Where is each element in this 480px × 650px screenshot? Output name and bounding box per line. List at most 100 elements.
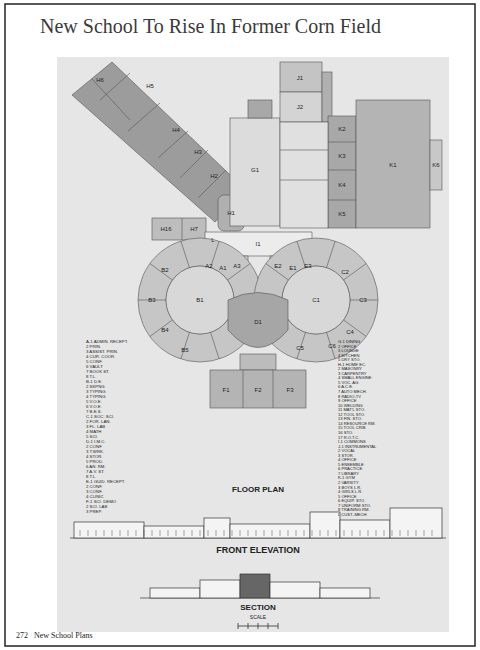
room-code: B1 <box>196 297 203 303</box>
room-code: C4 <box>346 329 354 335</box>
key-entry: 3 PREP. <box>86 510 102 514</box>
room-code: I1 <box>255 241 260 247</box>
key-entry: 5 CONF. <box>86 360 102 364</box>
room-code: B4 <box>161 327 168 333</box>
page-title: New School To Rise In Former Corn Field <box>40 16 381 36</box>
room-code: C1 <box>312 297 320 303</box>
room-code: H7 <box>190 226 198 232</box>
room-code: C5 <box>296 345 304 351</box>
key-entry: 4 CUR. COOR. <box>86 355 115 359</box>
key-entry: 5 DRY STO. <box>338 358 361 362</box>
room-code: H6 <box>96 77 104 83</box>
key-entry: 16 STO. <box>338 431 353 435</box>
key-entry: 11 MAT'L STO. <box>338 408 365 412</box>
key-entry: 4 OFFICE <box>338 458 356 462</box>
key-entry: 2 CONF. <box>86 445 102 449</box>
key-entry: 5 ENSEMBLE <box>338 463 364 467</box>
key-entry: H-1 HOME EC. <box>338 363 366 367</box>
room-code: C6 <box>328 343 336 349</box>
room-code: E1 <box>289 265 296 271</box>
key-entry: 5 VOC. AG. <box>338 381 359 385</box>
key-entry: 7 BOOK ST. <box>86 370 109 374</box>
scale-bar <box>238 623 278 629</box>
room-code: H5 <box>146 83 154 89</box>
key-entry: 7 A.V. ST. <box>86 470 104 474</box>
key-entry: 4 CLINIC <box>86 495 104 499</box>
key-entry: K-1 GYM <box>338 476 355 480</box>
key-entry: A-1 ADMIN. RECEPT. <box>86 340 128 344</box>
room-code: K5 <box>338 211 345 217</box>
plan-heading: FLOOR PLAN <box>232 486 284 494</box>
key-entry: 3 ASSIST. PRIN. <box>86 350 118 354</box>
key-entry: B-1 D.E. <box>86 380 102 384</box>
room-code: K4 <box>338 182 345 188</box>
classroom-pods <box>138 238 378 362</box>
key-entry: 7 LIBRARY <box>338 472 359 476</box>
key-entry: G-1 DINING <box>338 340 360 344</box>
key-entry: 7 B.E.S. <box>86 410 102 414</box>
room-code: A3 <box>233 263 240 269</box>
room-code: K6 <box>432 162 439 168</box>
key-entry: 6 V.O.E. <box>86 405 102 409</box>
building-section <box>140 574 380 598</box>
key-entry: 8 TRAINING RM. <box>338 508 370 512</box>
key-entry: 8 T.L. <box>86 375 96 379</box>
key-entry: 9 OFFICE <box>338 399 356 403</box>
key-entry: 2 VARSITY <box>338 481 359 485</box>
key-entry: 5 OFFICE <box>338 495 356 499</box>
key-entry: 3 STOR. <box>338 454 354 458</box>
dining-music-gym <box>230 62 442 228</box>
key-entry: 5 SCI. <box>86 435 98 439</box>
key-entry: 5 PROD. <box>86 460 103 464</box>
page-frame <box>5 4 475 646</box>
folio-title: New School Plans <box>34 632 93 640</box>
key-entry: 8 T.L. <box>86 475 96 479</box>
room-code: K2 <box>338 126 345 132</box>
key-entry: C-1 SOC. SCI. <box>86 415 114 419</box>
key-entry: 6 PRACTICE <box>338 467 362 471</box>
room-code: J2 <box>297 104 303 110</box>
key-entry: 2 CONF. <box>86 485 102 489</box>
key-entry: 4 KITCHEN <box>338 354 359 358</box>
room-code: J1 <box>297 75 303 81</box>
room-code: F2 <box>254 387 261 393</box>
room-code: H16 <box>160 226 171 232</box>
key-entry: 14 RESOURCE RM. <box>338 422 376 426</box>
room-code: E3 <box>304 263 311 269</box>
room-code: K1 <box>389 162 396 168</box>
section-heading: SECTION <box>240 604 276 612</box>
key-entry: I-1 COMMONS <box>338 440 366 444</box>
key-entry: 6 AN. RM. <box>86 465 106 469</box>
key-entry: 6 VAULT <box>86 365 103 369</box>
key-entry: 10 WELDING <box>338 404 363 408</box>
key-entry: F-1 SCI. DEMO <box>86 500 116 504</box>
key-entry: 3 BOYS L.R. <box>338 486 361 490</box>
key-entry: 6 EQUIP. STO. <box>338 499 365 503</box>
shop-wing <box>72 62 248 247</box>
key-entry: L CUST.-MECH. <box>338 513 368 517</box>
room-code: F3 <box>286 387 293 393</box>
elevation-heading: FRONT ELEVATION <box>216 546 300 555</box>
room-code: H4 <box>172 127 180 133</box>
key-entry: 3 TYPING <box>86 390 106 394</box>
key-entry: 2 OFFICE <box>338 345 356 349</box>
key-entry: 2 SCI. LAB <box>86 505 107 509</box>
key-entry: 4 STOR. <box>86 455 103 459</box>
key-entry: 2 FOR. LAN. <box>86 420 111 424</box>
room-code: L <box>211 237 214 243</box>
key-entry: 3 T.WRK. <box>86 450 104 454</box>
room-code: F1 <box>222 387 229 393</box>
room-code: H2 <box>210 173 218 179</box>
room-code: C2 <box>341 269 349 275</box>
key-entry: 3 FL. LAB <box>86 425 105 429</box>
key-entry: 15 TOOL CRIB <box>338 426 365 430</box>
room-code: H1 <box>227 210 235 216</box>
room-code: E2 <box>274 263 281 269</box>
key-entry: 7 UNIFORM STO. <box>338 504 371 508</box>
key-entry: 4 GIRLS L.R. <box>338 490 362 494</box>
key-entry: 13 FIN. STO. <box>338 417 362 421</box>
key-entry: 7 AUTO MECH. <box>338 390 367 394</box>
science-block <box>210 354 306 408</box>
room-code: H3 <box>194 149 202 155</box>
plate-ground <box>57 57 449 632</box>
